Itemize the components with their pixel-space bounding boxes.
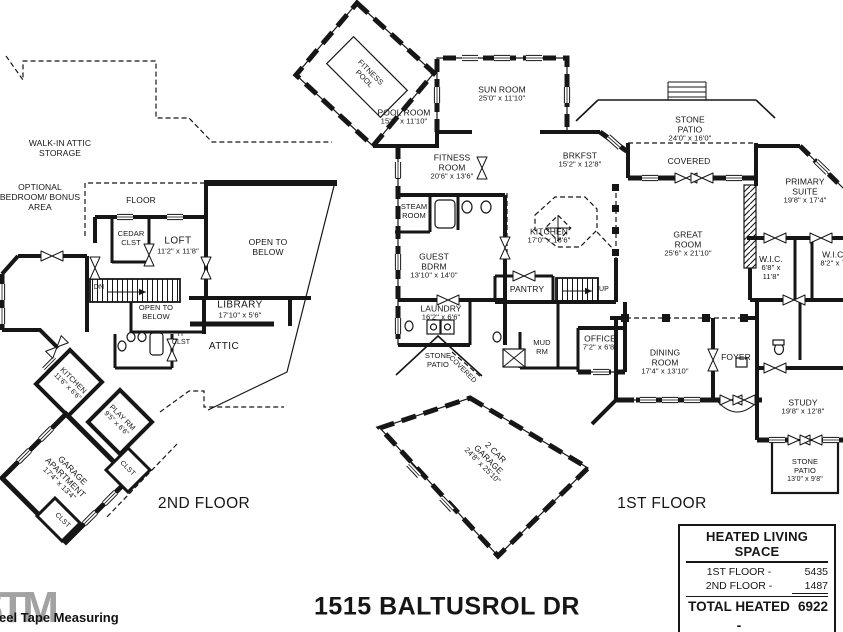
- label-stone-patio-garage: STONE PATIO: [424, 351, 452, 369]
- table-title: HEATED LIVING SPACE: [686, 529, 828, 563]
- label-stairs-dn: DN: [93, 283, 105, 291]
- label-stairs-up: UP: [599, 285, 609, 293]
- company-logo: STM Steel Tape Measuring: [0, 583, 119, 632]
- table-row-total: TOTAL HEATED - 6922: [686, 596, 828, 632]
- second-floor-walls: [0, 55, 337, 546]
- label-floor-area: FLOOR: [126, 194, 156, 205]
- label-open-to-below-a: OPEN TO BELOW: [248, 236, 288, 257]
- label-wic-b: W.I.C.8'2" x 7': [820, 249, 843, 268]
- second-floor-label: 2ND FLOOR: [157, 495, 251, 512]
- label-wic-a: W.I.C.6'8" x 11'8": [759, 254, 783, 282]
- heated-living-space-table: HEATED LIVING SPACE 1ST FLOOR - 5435 2ND…: [678, 524, 836, 632]
- label-optional-bedroom: OPTIONAL BEDROOM/ BONUS AREA: [0, 181, 81, 213]
- logo-initials: STM: [0, 583, 59, 632]
- first-floor-label: 1ST FLOOR: [617, 495, 707, 512]
- label-cedar-clst: CEDAR CLST: [117, 229, 145, 247]
- label-pantry: PANTRY: [509, 283, 545, 294]
- second-floor-bath-fixtures: [117, 331, 164, 356]
- stairs-down: [89, 278, 181, 303]
- page-title: 1515 BALTUSROL DR: [314, 592, 580, 621]
- stairs-up: [555, 277, 599, 303]
- label-covered-top: COVERED: [667, 155, 711, 166]
- first-floor-walls: [292, 0, 843, 560]
- label-it-clst: IT CLST: [171, 330, 191, 346]
- table-row-1st-floor: 1ST FLOOR - 5435: [706, 566, 828, 578]
- table-row-2nd-floor: 2ND FLOOR - 1487: [686, 579, 828, 595]
- label-attic: ATTIC: [208, 341, 240, 353]
- label-steam-room: STEAM ROOM: [400, 202, 428, 220]
- label-mud-rm: MUD RM: [533, 338, 551, 356]
- label-open-to-below-b: OPEN TO BELOW: [138, 303, 174, 321]
- logo-text: Steel Tape Measuring: [0, 610, 119, 625]
- fitness-pool-outline: [325, 35, 409, 119]
- label-foyer: FOYER: [721, 351, 751, 362]
- label-walk-in-attic: WALK-IN ATTIC STORAGE: [28, 137, 92, 158]
